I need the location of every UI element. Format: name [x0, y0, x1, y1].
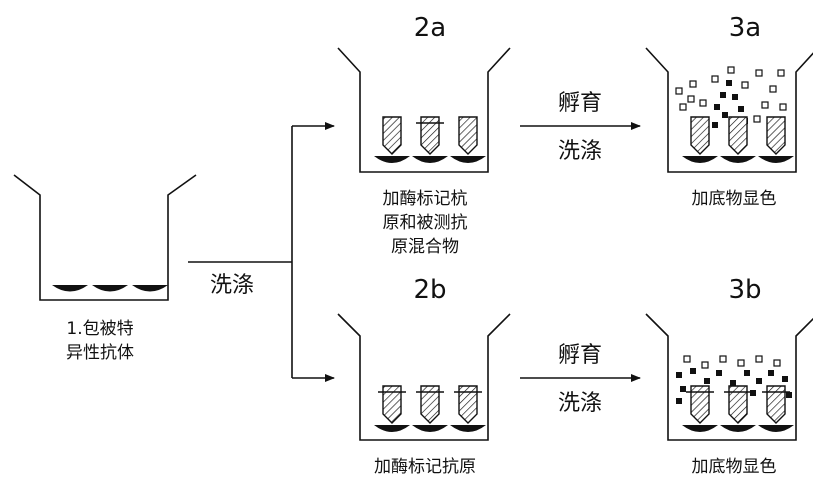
- stage-1-caption-line-2: 异性抗体: [66, 343, 134, 363]
- well-stage-2b: [338, 314, 510, 440]
- capture-antibody-bowl: [720, 425, 756, 432]
- well-stage-1: [14, 175, 196, 300]
- enzyme-labeled-antigen: [686, 386, 714, 423]
- enzyme-labeled-antigen: [416, 386, 444, 423]
- enzyme-labeled-antigen: [767, 117, 785, 154]
- wash-label: 洗涤: [210, 273, 254, 298]
- stage-2b-title: 2b: [413, 275, 446, 305]
- enzyme-labeled-antigen: [383, 117, 401, 154]
- stage-3b-title: 3b: [728, 275, 761, 305]
- capture-antibody-bowl: [412, 156, 448, 163]
- well-stage-2a: [338, 48, 510, 172]
- enzyme-labeled-antigen: [691, 117, 709, 154]
- capture-antibody-bowl: [412, 425, 448, 432]
- enzyme-labeled-antigen: [378, 386, 406, 423]
- arrow-a-label-top: 孵育: [558, 91, 602, 116]
- capture-antibody-bowl: [682, 425, 718, 432]
- stage-2b-caption: 加酶标记抗原: [374, 457, 476, 477]
- stage-3a-title: 3a: [729, 13, 761, 43]
- capture-antibody-bowl: [132, 285, 168, 292]
- arrow-a-label-bottom: 洗涤: [558, 139, 602, 164]
- wash-branch-connector: [188, 126, 334, 378]
- capture-antibody-bowl: [92, 285, 128, 292]
- stage-2a-caption-line-1: 加酶标记杭: [383, 189, 468, 209]
- capture-antibody-bowl: [720, 156, 756, 163]
- stage-1-caption-line-1: 1.包被特: [66, 319, 133, 339]
- capture-antibody-bowl: [450, 156, 486, 163]
- capture-antibody-bowl: [374, 156, 410, 163]
- stage-3a-caption: 加底物显色: [692, 189, 777, 209]
- enzyme-labeled-antigen: [724, 386, 752, 423]
- stage-2a-caption-line-2: 原和被测抗: [383, 213, 468, 233]
- arrow-b-label-bottom: 洗涤: [558, 391, 602, 416]
- capture-antibody-bowl: [52, 285, 88, 292]
- capture-antibody-bowl: [758, 156, 794, 163]
- arrow-b-label-top: 孵育: [558, 343, 602, 368]
- stage-3b-caption: 加底物显色: [692, 457, 777, 477]
- stage-2a-title: 2a: [414, 13, 446, 43]
- capture-antibody-bowl: [450, 425, 486, 432]
- well-stage-3a: [646, 48, 813, 172]
- stage-2a-caption-line-3: 原混合物: [391, 237, 459, 257]
- enzyme-labeled-antigen: [729, 117, 747, 154]
- enzyme-labeled-antigen: [762, 386, 790, 423]
- capture-antibody-bowl: [682, 156, 718, 163]
- enzyme-labeled-antigen: [459, 117, 477, 154]
- enzyme-labeled-antigen: [416, 117, 444, 154]
- capture-antibody-bowl: [758, 425, 794, 432]
- capture-antibody-bowl: [374, 425, 410, 432]
- enzyme-labeled-antigen: [454, 386, 482, 423]
- well-stage-3b: [646, 314, 813, 440]
